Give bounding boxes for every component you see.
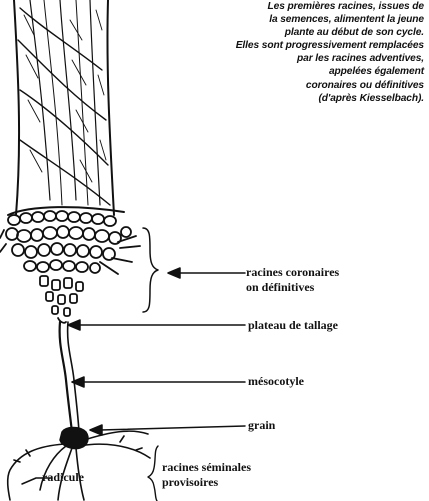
- label-grain: grain: [248, 418, 275, 433]
- label-mesocotyle: mésocotyle: [248, 374, 304, 389]
- label-racines-seminales: racines séminales provisoires: [162, 460, 251, 490]
- brace-coronaires: [143, 228, 158, 312]
- arrows: [22, 268, 245, 484]
- label-radicule: radicule: [42, 470, 84, 485]
- label-racines-coronaires: racines coronaires on définitives: [246, 265, 339, 295]
- stem: [14, 0, 114, 215]
- arrow-plateau: [68, 320, 245, 330]
- label-plateau-de-tallage: plateau de tallage: [248, 318, 338, 333]
- arrow-grain: [90, 425, 245, 435]
- arrow-coronaires: [168, 268, 245, 278]
- crown-roots: [0, 207, 140, 323]
- label-racines-seminales-line1: racines séminales: [162, 460, 251, 475]
- brace-seminales: [148, 446, 158, 501]
- label-racines-seminales-line2: provisoires: [162, 475, 251, 490]
- label-racines-coronaires-line1: racines coronaires: [246, 265, 339, 280]
- label-racines-coronaires-line2: on définitives: [246, 280, 339, 295]
- arrow-mesocotyle: [72, 377, 245, 387]
- mesocotyl: [60, 322, 79, 432]
